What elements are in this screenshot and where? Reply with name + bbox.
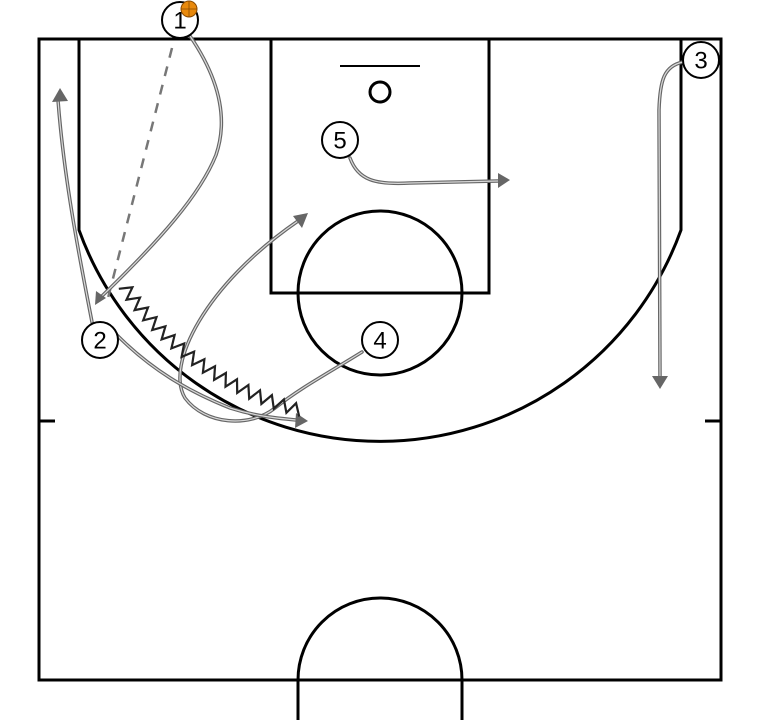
player-5-marker bbox=[321, 121, 359, 159]
court-boundary bbox=[37, 37, 723, 682]
pass-1-to-2 bbox=[106, 47, 174, 299]
player-3: 3 bbox=[682, 41, 720, 79]
player-4-marker bbox=[361, 321, 399, 359]
player-2-cut bbox=[52, 88, 94, 324]
player-2-marker bbox=[81, 321, 119, 359]
player-3-cut-arrowhead bbox=[652, 376, 668, 389]
player-3-marker bbox=[682, 41, 720, 79]
player-4-label: 4 bbox=[373, 328, 386, 355]
player-2-cut-arrowhead bbox=[52, 88, 68, 102]
basketball-seams bbox=[181, 1, 197, 17]
player-2: 2 bbox=[81, 321, 119, 359]
player-1-cut-arrowhead bbox=[95, 291, 106, 305]
player-2-label: 2 bbox=[93, 328, 106, 355]
player-4-cut bbox=[178, 213, 364, 423]
dribble-path bbox=[118, 285, 301, 417]
player-4: 4 bbox=[361, 321, 399, 359]
player-5-label: 5 bbox=[333, 128, 346, 155]
court-lines bbox=[37, 37, 723, 720]
player-5-cut bbox=[348, 156, 510, 188]
player-2-second-cut bbox=[110, 328, 308, 428]
player-5-cut-arrowhead bbox=[498, 173, 510, 188]
player-5: 5 bbox=[321, 121, 359, 159]
player-3-cut bbox=[652, 60, 685, 389]
paint-lane bbox=[269, 37, 491, 295]
basket-rim bbox=[368, 80, 392, 104]
three-point-line bbox=[77, 39, 683, 443]
free-throw-circle bbox=[296, 209, 464, 377]
player-1: 1 bbox=[161, 0, 199, 39]
player-4-cut-arrowhead bbox=[293, 213, 308, 228]
players: 1 2 3 4 5 bbox=[81, 0, 720, 359]
center-circle bbox=[296, 596, 464, 720]
player-2-second-cut-arrowhead bbox=[295, 413, 308, 428]
player-1-cut bbox=[95, 34, 224, 305]
player-3-label: 3 bbox=[694, 48, 707, 75]
